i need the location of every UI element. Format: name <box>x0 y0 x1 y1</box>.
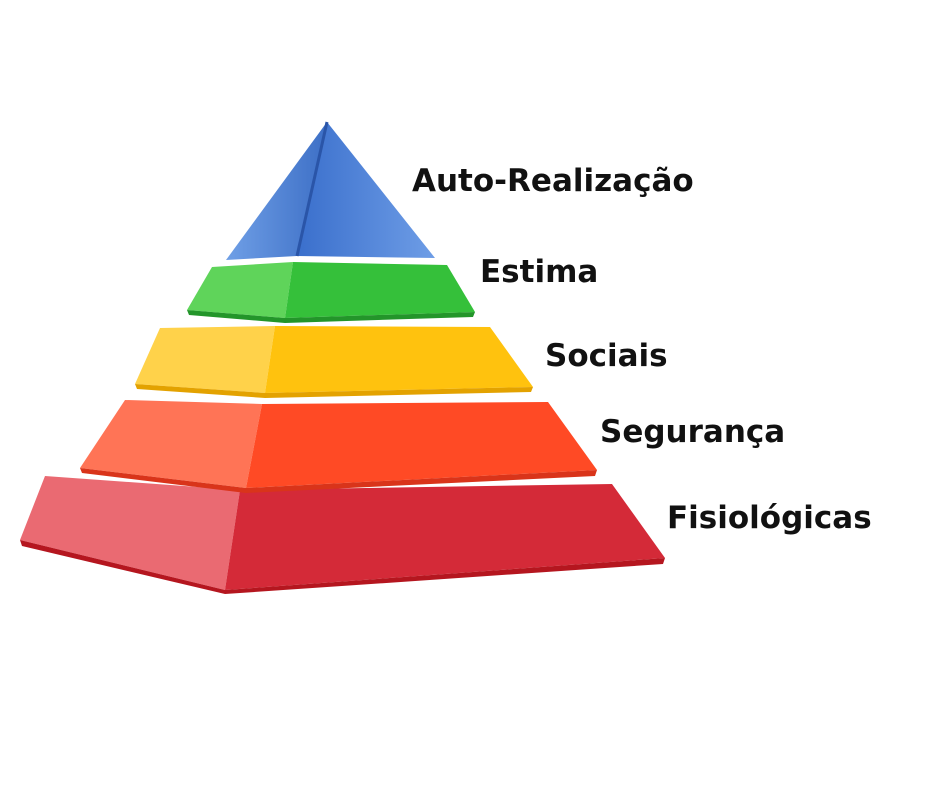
level-seguranca <box>80 400 597 493</box>
level-estima <box>187 262 475 323</box>
level-auto-realizacao <box>226 121 435 260</box>
label-estima: Estima <box>480 254 599 290</box>
label-sociais: Sociais <box>545 338 668 374</box>
level-fisiologicas <box>20 476 665 594</box>
level-sociais <box>135 326 533 398</box>
label-seguranca: Segurança <box>600 414 786 450</box>
label-auto-realizacao: Auto-Realização <box>412 163 694 199</box>
label-fisiologicas: Fisiológicas <box>667 500 872 536</box>
